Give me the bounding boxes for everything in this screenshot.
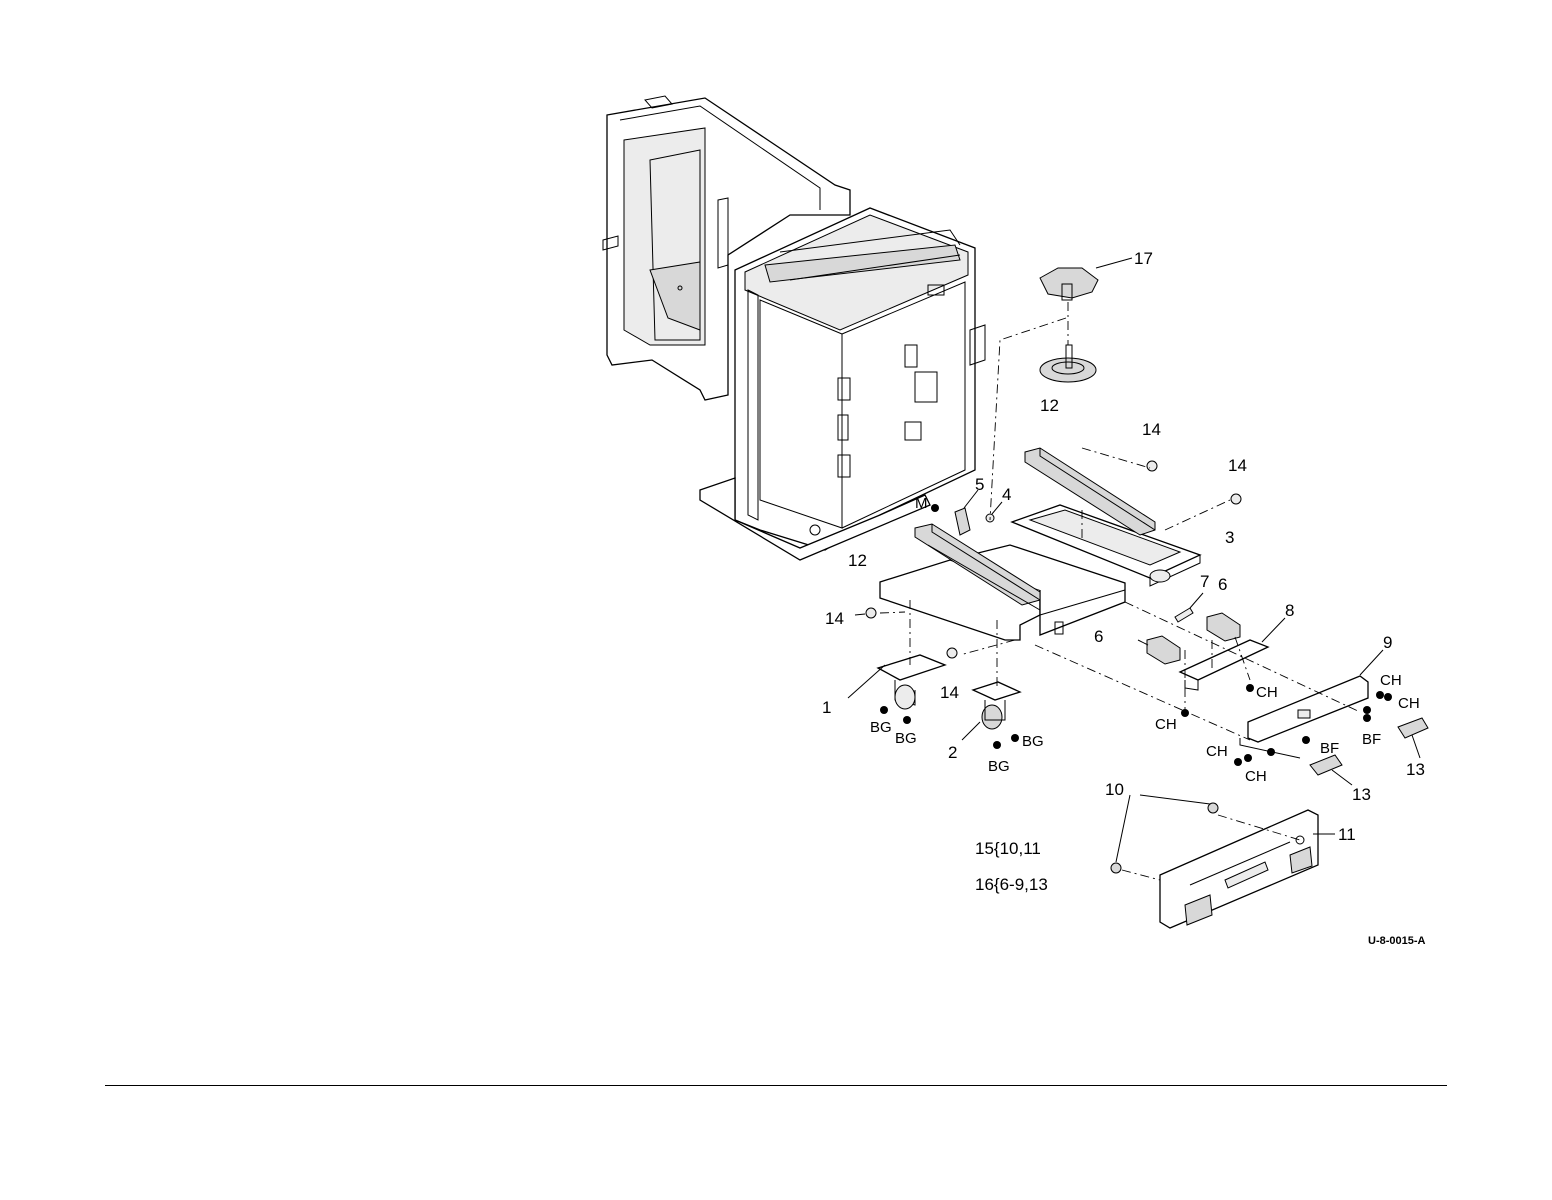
bracket-6-upper xyxy=(1207,613,1240,641)
callout-14-center: 14 xyxy=(940,683,959,702)
fastener-label-ch: CH xyxy=(1380,672,1402,689)
fastener-label-bg: BG xyxy=(870,719,892,736)
latch-5 xyxy=(955,490,978,535)
kit-note-16: 16{6-9,13 xyxy=(975,875,1048,894)
footer-rule xyxy=(105,1085,1447,1086)
callout-6-upper: 6 xyxy=(1218,575,1227,594)
kit-note-15: 15{10,11 xyxy=(975,839,1041,858)
fastener-label-bg: BG xyxy=(895,730,917,747)
fastener-label-ch: CH xyxy=(1155,716,1177,733)
cover-11 xyxy=(1160,810,1335,928)
fastener-m xyxy=(931,504,939,512)
fastener-label-m: M xyxy=(915,495,928,512)
callout-12-upper: 12 xyxy=(1040,396,1059,415)
callout-14-right: 14 xyxy=(1228,456,1247,475)
kit-notes: 15{10,11 16{6-9,13 xyxy=(975,839,1048,894)
callout-1: 1 xyxy=(822,698,831,717)
fastener-label-bg: BG xyxy=(1022,733,1044,750)
callout-6-lower: 6 xyxy=(1094,627,1103,646)
callout-5: 5 xyxy=(975,475,984,494)
callout-11: 11 xyxy=(1338,825,1356,844)
fastener-label-ch: CH xyxy=(1256,684,1278,701)
pin-7 xyxy=(1175,593,1203,622)
figure-id: U-8-0015-A xyxy=(1368,935,1426,947)
bracket-9 xyxy=(1234,650,1392,766)
callout-7: 7 xyxy=(1200,572,1209,591)
handle-13-center xyxy=(1310,755,1352,785)
callout-13-right: 13 xyxy=(1406,760,1425,779)
knob-17 xyxy=(1040,258,1132,382)
callout-17: 17 xyxy=(1134,249,1153,268)
caster-1 xyxy=(848,655,945,724)
handle-13-right xyxy=(1398,718,1428,758)
callout-12-lower: 12 xyxy=(848,551,867,570)
fastener-label-ch: CH xyxy=(1398,695,1420,712)
bracket-6-lower xyxy=(1138,636,1180,664)
nut-4 xyxy=(986,502,1002,522)
callout-2: 2 xyxy=(948,743,957,762)
callout-10: 10 xyxy=(1105,780,1124,799)
fastener-label-bf: BF xyxy=(1320,740,1339,757)
callout-14-left: 14 xyxy=(825,609,844,628)
callout-3: 3 xyxy=(1225,528,1234,547)
fastener-label-bf: BF xyxy=(1362,731,1381,748)
fastener-label-ch: CH xyxy=(1245,768,1267,785)
callout-8: 8 xyxy=(1285,601,1294,620)
callout-13-center: 13 xyxy=(1352,785,1371,804)
callout-9: 9 xyxy=(1383,633,1392,652)
callout-14-top: 14 xyxy=(1142,420,1161,439)
fastener-label-bg: BG xyxy=(988,758,1010,775)
caster-2 xyxy=(962,682,1020,749)
fastener-label-ch: CH xyxy=(1206,743,1228,760)
feeder-frame xyxy=(700,208,985,560)
callout-4: 4 xyxy=(1002,485,1011,504)
